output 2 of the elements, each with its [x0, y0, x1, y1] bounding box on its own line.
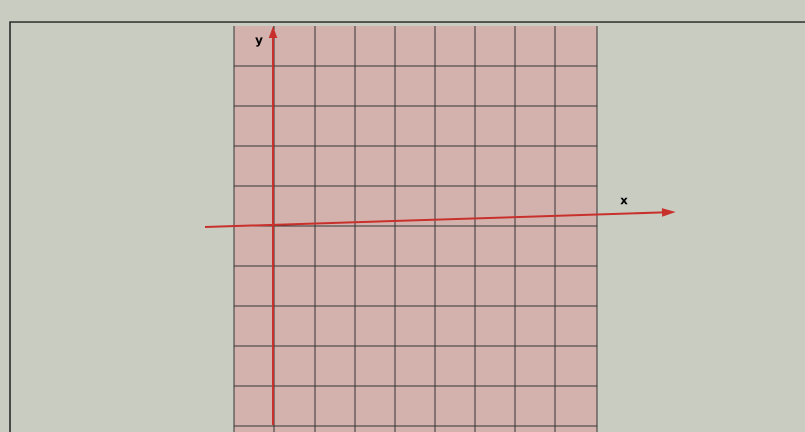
axis-label: x	[620, 198, 628, 204]
axis-label: y	[255, 37, 263, 47]
